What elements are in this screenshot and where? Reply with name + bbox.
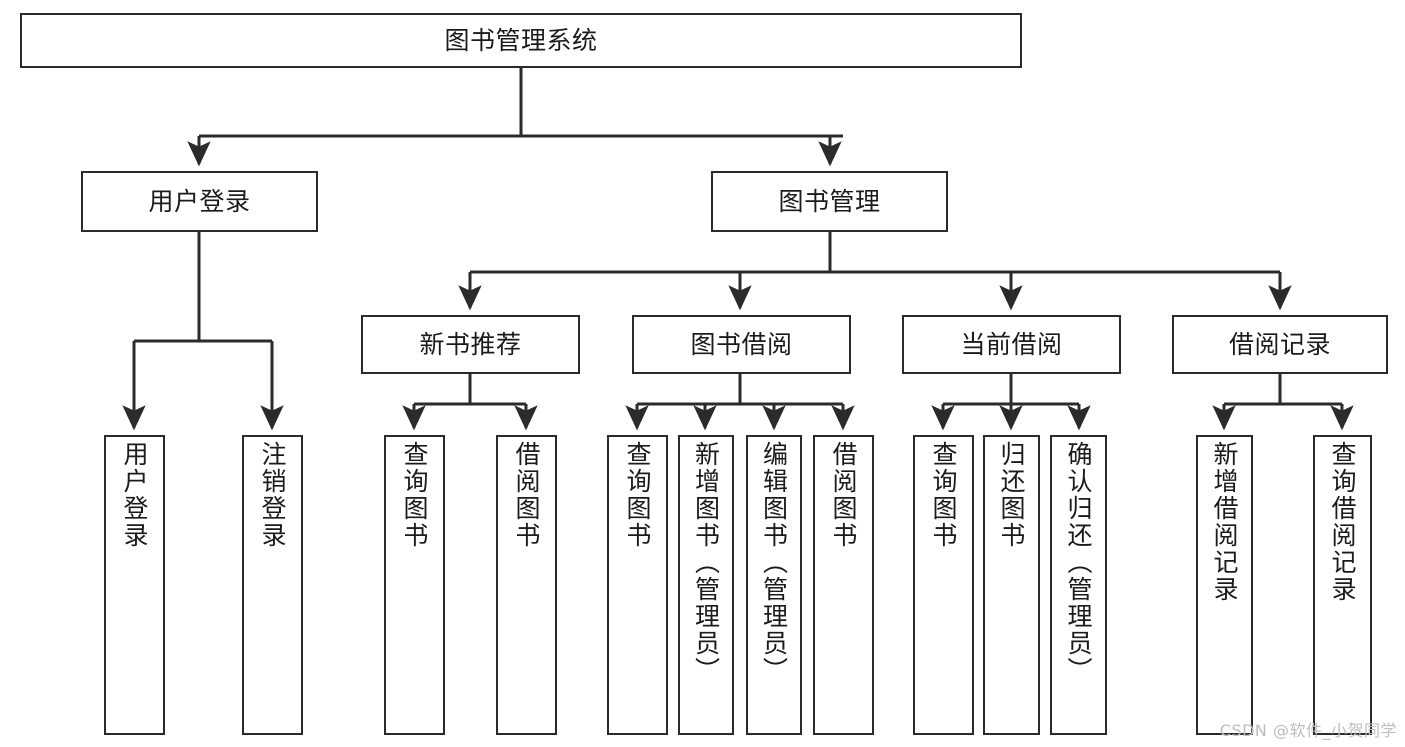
leaf-user-login[interactable]: 用户登录 bbox=[104, 435, 165, 735]
node-label: 借阅图书 bbox=[829, 441, 858, 549]
node-label: 查询图书 bbox=[400, 441, 429, 549]
leaf-return-book[interactable]: 归还图书 bbox=[983, 435, 1040, 735]
node-book-management[interactable]: 图书管理 bbox=[711, 171, 948, 232]
leaf-add-book-admin[interactable]: 新增图书（管理员） bbox=[678, 435, 734, 735]
leaf-query-book-borrowing[interactable]: 查询图书 bbox=[607, 435, 668, 735]
node-label: 归还图书 bbox=[997, 441, 1026, 549]
node-label: 查询图书 bbox=[929, 441, 958, 549]
node-label: 当前借阅 bbox=[960, 329, 1063, 359]
leaf-query-book-current[interactable]: 查询图书 bbox=[913, 435, 974, 735]
node-root-book-management-system[interactable]: 图书管理系统 bbox=[20, 13, 1022, 68]
leaf-query-book-new-recommend[interactable]: 查询图书 bbox=[384, 435, 445, 735]
node-current-borrowing[interactable]: 当前借阅 bbox=[902, 315, 1121, 374]
leaf-confirm-return-admin[interactable]: 确认归还（管理员） bbox=[1050, 435, 1107, 735]
node-label: 新增图书（管理员） bbox=[691, 441, 721, 684]
node-book-borrowing[interactable]: 图书借阅 bbox=[632, 315, 851, 374]
leaf-add-borrow-record[interactable]: 新增借阅记录 bbox=[1196, 435, 1253, 735]
leaf-borrow-book-borrowing[interactable]: 借阅图书 bbox=[813, 435, 874, 735]
node-label: 新书推荐 bbox=[419, 329, 522, 359]
node-label: 用户登录 bbox=[120, 441, 149, 549]
node-label: 图书管理 bbox=[778, 186, 881, 216]
node-label: 新增借阅记录 bbox=[1210, 441, 1239, 603]
node-label: 查询图书 bbox=[623, 441, 652, 549]
node-borrowing-records[interactable]: 借阅记录 bbox=[1172, 315, 1388, 374]
node-label: 编辑图书（管理员） bbox=[759, 441, 789, 684]
node-label: 确认归还（管理员） bbox=[1064, 441, 1093, 684]
node-label: 用户登录 bbox=[148, 186, 251, 216]
node-label: 借阅图书 bbox=[512, 441, 541, 549]
node-label: 图书管理系统 bbox=[444, 25, 598, 55]
leaf-borrow-book-new-recommend[interactable]: 借阅图书 bbox=[496, 435, 557, 735]
csdn-watermark: CSDN @软件_小贺同学 bbox=[1219, 721, 1397, 740]
leaf-logout[interactable]: 注销登录 bbox=[242, 435, 303, 735]
leaf-query-borrow-record[interactable]: 查询借阅记录 bbox=[1313, 435, 1372, 735]
node-label: 查询借阅记录 bbox=[1328, 441, 1357, 603]
node-user-login[interactable]: 用户登录 bbox=[81, 171, 318, 232]
node-new-book-recommendation[interactable]: 新书推荐 bbox=[361, 315, 580, 374]
node-label: 图书借阅 bbox=[690, 329, 793, 359]
leaf-edit-book-admin[interactable]: 编辑图书（管理员） bbox=[746, 435, 802, 735]
node-label: 注销登录 bbox=[258, 441, 287, 549]
node-label: 借阅记录 bbox=[1228, 329, 1331, 359]
